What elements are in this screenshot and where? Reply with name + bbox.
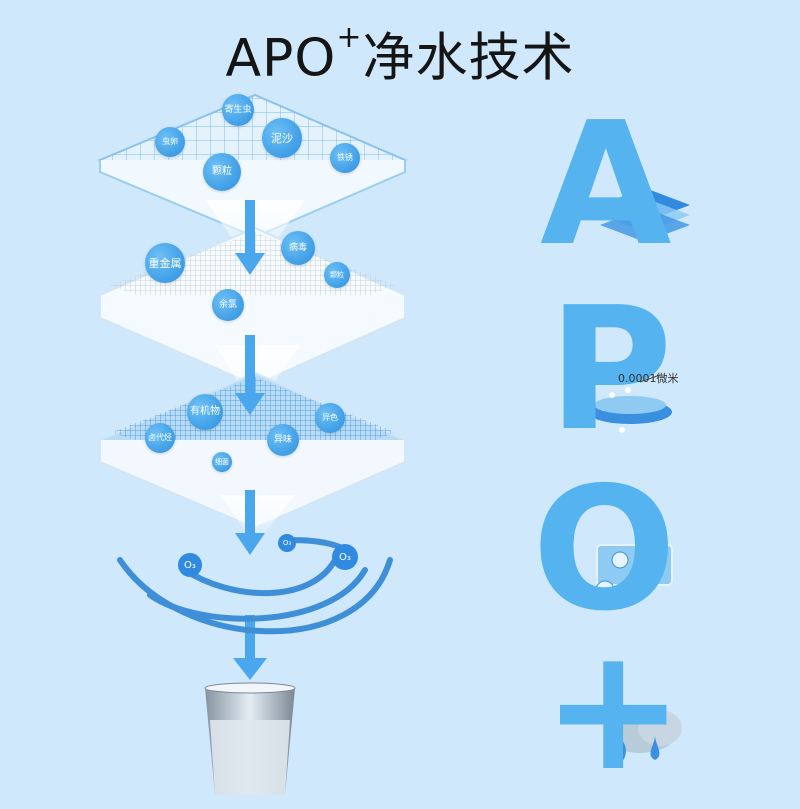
page-title: APO+净水技术 [0,8,800,98]
contaminant-bubble: 异味 [267,424,299,456]
contaminant-bubble: 颗粒 [203,153,241,191]
contaminant-bubble: 有机物 [187,394,223,430]
ozone-bubble: O₃ [332,544,358,570]
contaminant-bubble: 异色 [315,403,345,433]
letter-plus: + [542,625,684,795]
contaminant-bubble: 细菌 [212,452,232,472]
title-cn: 净水技术 [362,28,574,88]
contaminant-bubble: 虫卵 [155,127,185,157]
contaminant-bubble: 颗粒 [324,262,350,288]
membrane-label: 0.0001微米 [618,370,679,386]
title-plus: + [336,20,362,55]
contaminant-bubble: 病毒 [281,231,315,265]
letter-a: A [540,100,672,270]
title-prefix: APO [225,28,336,88]
water-glass [205,683,295,795]
contaminant-bubble: 重金属 [145,243,185,283]
contaminant-bubble: 泥沙 [262,118,302,158]
ozone-bubble: O₃ [278,534,296,552]
letter-o: O [532,465,677,635]
ozone-bubble: O₃ [178,553,202,577]
contaminant-bubble: 寄生虫 [222,94,254,126]
contaminant-bubble: 铁锈 [330,143,360,173]
contaminant-bubble: 余氯 [212,289,244,321]
contaminant-bubble: 卤代烃 [145,423,175,453]
